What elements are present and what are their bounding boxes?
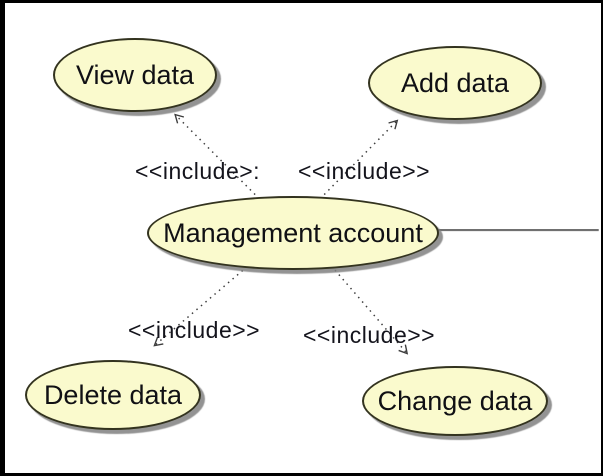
include-stereotype-delete-data: <<include>> xyxy=(128,317,261,343)
usecase-add-data: Add data xyxy=(368,46,542,120)
include-stereotype-change-data: <<include>> xyxy=(303,322,436,348)
usecase-view-data-label: View data xyxy=(75,59,195,90)
usecase-delete-data: Delete data xyxy=(25,360,201,430)
usecase-delete-data-label: Delete data xyxy=(43,379,183,410)
usecase-change-data-label: Change data xyxy=(377,385,533,416)
usecase-view-data: View data xyxy=(53,38,217,112)
usecase-management-account: Management account xyxy=(147,196,439,270)
include-stereotype-add-data: <<include>> xyxy=(298,158,431,184)
usecase-add-data-label: Add data xyxy=(400,67,510,98)
include-stereotype-view-data: <<include>: xyxy=(135,158,261,184)
usecase-management-account-label: Management account xyxy=(163,217,423,248)
usecase-change-data: Change data xyxy=(362,366,548,436)
